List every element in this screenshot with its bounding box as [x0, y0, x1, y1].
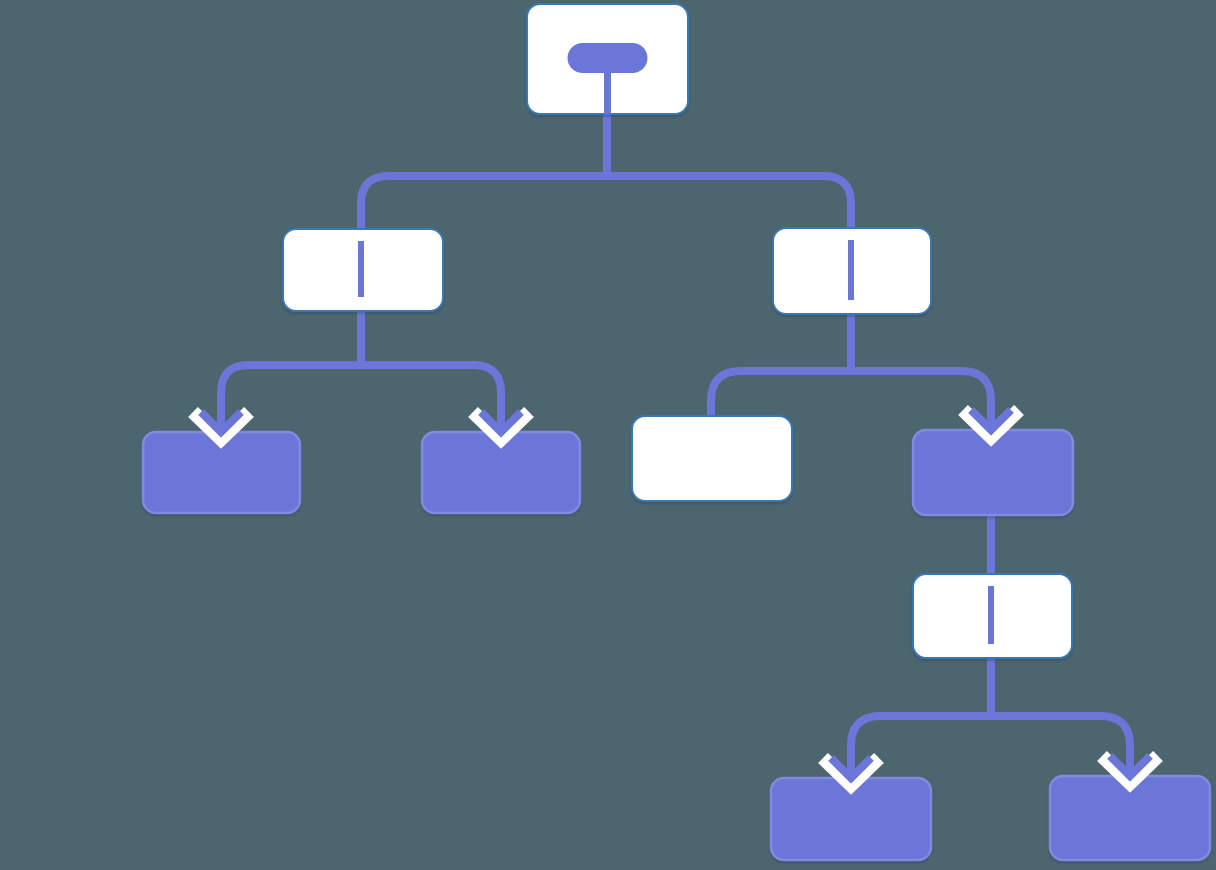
- arrow-down-inner-icon: [478, 409, 524, 438]
- arrow-down-icon: [1097, 750, 1163, 793]
- start-pill: [567, 43, 648, 73]
- arrow-down-icon: [818, 752, 884, 795]
- start-pill-stem: [604, 68, 611, 114]
- pass-through-line: [988, 586, 994, 644]
- node-card-blank[interactable]: [631, 415, 793, 502]
- connector-rail: [217, 361, 505, 434]
- connector-rail: [847, 712, 1134, 780]
- arrow-down-inner-icon: [1107, 753, 1153, 782]
- pass-through-line: [358, 241, 364, 297]
- arrow-down-inner-icon: [198, 409, 244, 438]
- arrow-down-icon: [188, 406, 254, 449]
- connector-rail: [357, 172, 855, 231]
- pass-through-line: [848, 240, 854, 300]
- arrow-down-icon: [468, 406, 534, 449]
- arrow-down-inner-icon: [968, 407, 1014, 436]
- arrow-down-icon: [958, 404, 1024, 447]
- arrow-down-inner-icon: [828, 755, 874, 784]
